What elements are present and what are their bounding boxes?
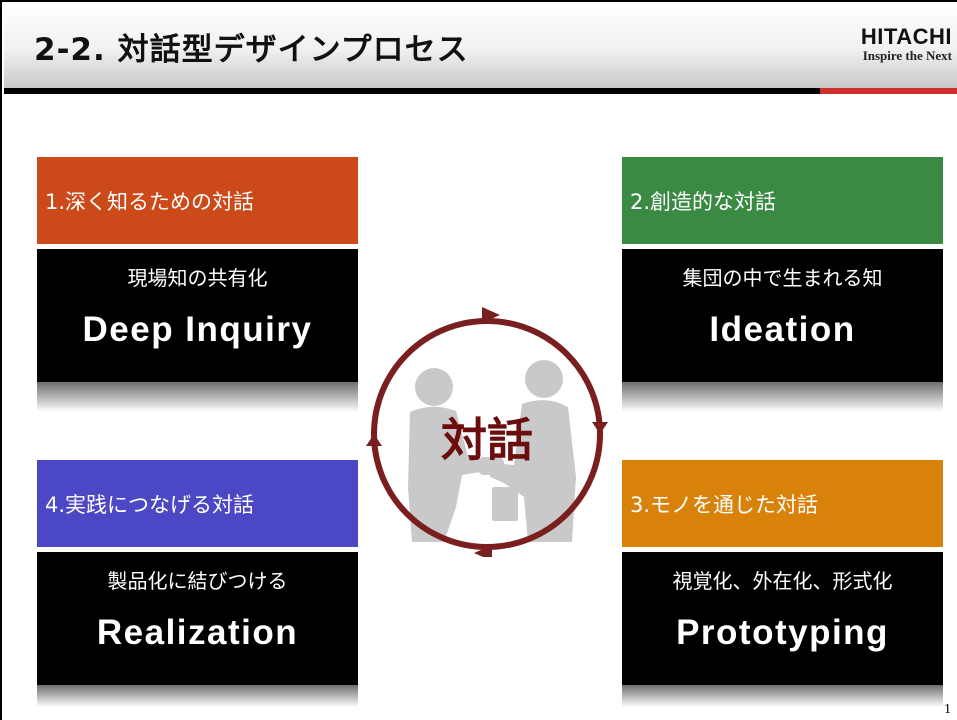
card-reflection xyxy=(622,382,943,412)
title-bar: 2‐2. 対話型デザインプロセス HITACHI Inspire the Nex… xyxy=(4,4,957,88)
card-deep-inquiry: 1.深く知るための対話 現場知の共有化 Deep Inquiry xyxy=(37,157,358,412)
center-label: 対話 xyxy=(441,413,533,467)
card-reflection xyxy=(37,382,358,412)
card-heading: 4.実践につなげる対話 xyxy=(37,460,358,547)
card-ideation: 2.創造的な対話 集団の中で生まれる知 Ideation xyxy=(622,157,943,412)
card-english-title: Deep Inquiry xyxy=(82,310,313,349)
card-english-title: Prototyping xyxy=(676,613,889,652)
card-subtitle: 視覚化、外在化、形式化 xyxy=(672,569,893,593)
card-body: 現場知の共有化 Deep Inquiry xyxy=(37,249,358,382)
card-heading: 3.モノを通じた対話 xyxy=(622,460,943,547)
dialogue-cycle: 対話 xyxy=(352,307,622,561)
card-english-title: Ideation xyxy=(709,310,856,349)
card-subtitle: 製品化に結びつける xyxy=(107,569,288,593)
logo-tagline: Inspire the Next xyxy=(862,48,952,63)
card-subtitle: 集団の中で生まれる知 xyxy=(682,266,883,290)
card-reflection xyxy=(622,685,943,707)
card-subtitle: 現場知の共有化 xyxy=(127,266,268,290)
hitachi-logo: HITACHI Inspire the Next xyxy=(822,24,952,64)
slide-title: 2‐2. 対話型デザインプロセス xyxy=(34,32,469,68)
card-english-title: Realization xyxy=(96,613,299,652)
card-reflection xyxy=(37,685,358,707)
dialogue-cycle-graphic xyxy=(366,307,608,561)
card-heading: 1.深く知るための対話 xyxy=(37,157,358,244)
card-prototyping: 3.モノを通じた対話 視覚化、外在化、形式化 Prototyping xyxy=(622,460,943,707)
card-realization: 4.実践につなげる対話 製品化に結びつける Realization xyxy=(37,460,358,707)
card-heading: 2.創造的な対話 xyxy=(622,157,943,244)
handshake-silhouette-icon xyxy=(408,360,576,542)
logo-name: HITACHI xyxy=(860,24,952,49)
header-rule xyxy=(4,88,957,94)
header-accent xyxy=(820,88,957,94)
card-body: 集団の中で生まれる知 Ideation xyxy=(622,249,943,382)
card-body: 視覚化、外在化、形式化 Prototyping xyxy=(622,552,943,685)
page-number: 1 xyxy=(944,702,951,717)
card-body: 製品化に結びつける Realization xyxy=(37,552,358,685)
